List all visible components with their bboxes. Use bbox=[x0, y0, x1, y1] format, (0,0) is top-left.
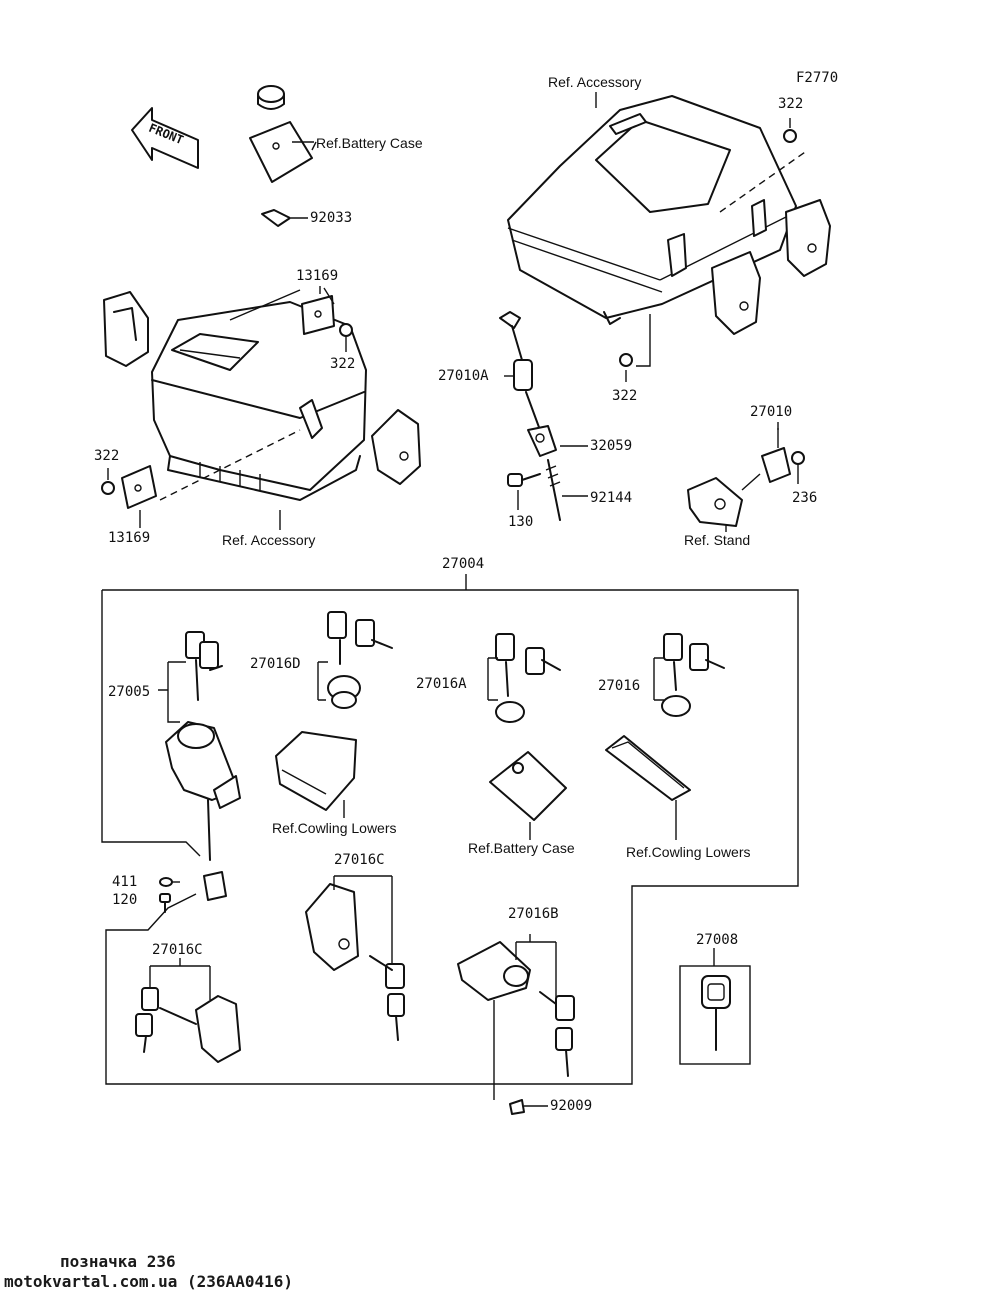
part-27008-label: 27008 bbox=[696, 932, 739, 948]
ref-cowling-lowers-right-label: Ref.Cowling Lowers bbox=[626, 844, 751, 860]
screw-236-icon bbox=[791, 451, 805, 484]
cowling-lowers-cover-icon bbox=[275, 731, 357, 818]
washer-411-icon bbox=[159, 877, 173, 887]
part-32059-label: 32059 bbox=[590, 438, 633, 454]
ignition-keys-icon bbox=[185, 631, 223, 701]
part-411-label: 411 bbox=[112, 874, 138, 890]
screw-120-icon bbox=[159, 893, 171, 913]
right-box-latch-b-icon bbox=[785, 199, 831, 277]
stand-bracket-icon bbox=[687, 473, 761, 527]
battery-case-cover-kit-icon bbox=[489, 751, 567, 840]
left-box-latch-icon bbox=[103, 291, 149, 367]
part-27010-label: 27010 bbox=[750, 404, 793, 420]
part-27010A-label: 27010A bbox=[438, 368, 489, 384]
lock-27016C-mid-icon bbox=[305, 875, 405, 1041]
left-storage-box-icon bbox=[151, 289, 367, 501]
lock-27016C-left-icon bbox=[135, 958, 241, 1063]
part-322-mid-label: 322 bbox=[330, 356, 356, 372]
bracket-32059-icon bbox=[527, 425, 557, 457]
spring-92144-icon bbox=[545, 459, 561, 521]
part-27016A-label: 27016A bbox=[416, 676, 467, 692]
ref-accessory-top-label: Ref. Accessory bbox=[548, 74, 642, 90]
lock-27016B-icon bbox=[457, 934, 575, 1100]
ignition-switch-27005-icon bbox=[165, 721, 241, 901]
part-322-top-right-label: 322 bbox=[778, 96, 804, 112]
clip-92033-icon bbox=[261, 209, 308, 227]
part-92009-label: 92009 bbox=[550, 1098, 593, 1114]
screw-92009-icon bbox=[509, 1099, 548, 1115]
lock-cylinder-27010A-icon bbox=[499, 311, 541, 431]
part-27005-label: 27005 bbox=[108, 684, 151, 700]
part-130-label: 130 bbox=[508, 514, 534, 530]
bolt-130-icon bbox=[507, 473, 541, 487]
kit-frame-27004 bbox=[101, 574, 799, 1085]
nut-322-left-icon bbox=[101, 481, 115, 495]
battery-case-cover-icon bbox=[249, 121, 317, 183]
ref-stand-label: Ref. Stand bbox=[684, 532, 751, 548]
grommet-icon bbox=[257, 85, 285, 110]
part-322-left-label: 322 bbox=[94, 448, 120, 464]
part-92033-label: 92033 bbox=[310, 210, 353, 226]
right-box-latch-icon bbox=[371, 409, 421, 485]
front-arrow-icon bbox=[131, 107, 199, 169]
nut-322-mid-icon bbox=[339, 323, 353, 337]
part-27004-label: 27004 bbox=[442, 556, 485, 572]
key-blank-27008-box bbox=[679, 948, 751, 1065]
part-13169-top-label: 13169 bbox=[296, 268, 339, 284]
bracket-13169-bottom-icon bbox=[121, 465, 157, 528]
footer-source-line: motokvartal.com.ua (236AA0416) bbox=[4, 1272, 293, 1291]
part-27016C-left-label: 27016C bbox=[152, 942, 203, 958]
nut-322-right-bottom-icon bbox=[619, 353, 633, 367]
bracket-13169-top-icon bbox=[301, 286, 335, 335]
nut-322-top-right-icon bbox=[783, 129, 797, 143]
part-236-label: 236 bbox=[792, 490, 818, 506]
part-120-label: 120 bbox=[112, 892, 138, 908]
stand-lock-27010-icon bbox=[761, 428, 791, 483]
ref-accessory-left-label: Ref. Accessory bbox=[222, 532, 316, 548]
ref-cowling-lowers-left-label: Ref.Cowling Lowers bbox=[272, 820, 397, 836]
part-27016-label: 27016 bbox=[598, 678, 641, 694]
part-322-right-bottom-label: 322 bbox=[612, 388, 638, 404]
lock-27016D-icon bbox=[317, 611, 393, 709]
part-27016B-label: 27016B bbox=[508, 906, 559, 922]
right-box-latch-a-icon bbox=[711, 251, 761, 335]
lock-27016-icon bbox=[653, 633, 725, 717]
part-13169-bottom-label: 13169 bbox=[108, 530, 151, 546]
part-92144-label: 92144 bbox=[590, 490, 633, 506]
part-27016D-label: 27016D bbox=[250, 656, 301, 672]
footer-tag-line: позначка 236 bbox=[60, 1252, 176, 1271]
part-27016C-mid-label: 27016C bbox=[334, 852, 385, 868]
ref-battery-case-kit-label: Ref.Battery Case bbox=[468, 840, 575, 856]
lock-27016A-icon bbox=[487, 633, 561, 723]
ref-battery-case-top-label: Ref.Battery Case bbox=[316, 135, 423, 151]
diagram-code: F2770 bbox=[796, 70, 839, 86]
cowling-lowers-tray-icon bbox=[605, 735, 691, 840]
right-top-box-icon bbox=[507, 95, 809, 325]
